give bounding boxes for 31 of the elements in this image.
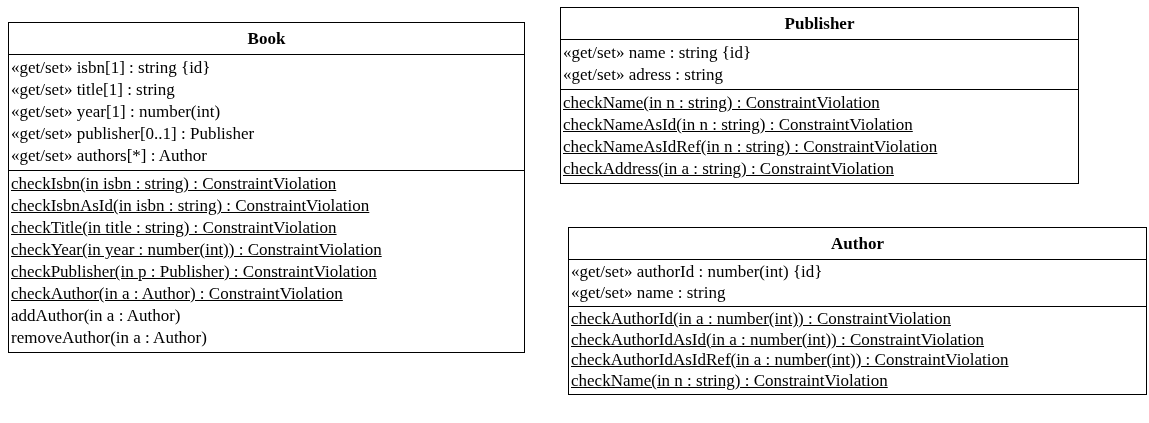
static-operation-text: checkNameAsId(in n : string) : ConstraintViolation bbox=[563, 114, 913, 136]
static-operation-text: checkNameAsIdRef(in n : string) : ConstraintViolation bbox=[563, 136, 938, 158]
member-text: removeAuthor(in a : Author) bbox=[11, 327, 207, 349]
static-operation-text: checkAuthor(in a : Author) : ConstraintViolation bbox=[11, 283, 343, 305]
member-text: «get/set» name : string {id} bbox=[563, 42, 752, 64]
static-operation-text: checkAddress(in a : string) : ConstraintViolation bbox=[563, 158, 894, 180]
member-text: «get/set» adress : string bbox=[563, 64, 724, 86]
member-text: addAuthor(in a : Author) bbox=[11, 305, 181, 327]
member-text: «get/set» authorId : number(int) {id} bbox=[571, 262, 823, 283]
member-text: «get/set» isbn[1] : string {id} bbox=[11, 57, 211, 79]
static-operation-text: checkIsbnAsId(in isbn : string) : ConstraintViolation bbox=[11, 195, 370, 217]
member-text: «get/set» title[1] : string bbox=[11, 79, 175, 101]
class-name: Author bbox=[830, 233, 885, 255]
static-operation-text: checkYear(in year : number(int)) : ConstraintViolation bbox=[11, 239, 382, 261]
member-text: «get/set» year[1] : number(int) bbox=[11, 101, 221, 123]
member-text: «get/set» publisher[0..1] : Publisher bbox=[11, 123, 255, 145]
static-operation-text: checkName(in n : string) : ConstraintViolation bbox=[571, 370, 888, 391]
class-name: Publisher bbox=[783, 13, 856, 35]
class-box bbox=[8, 22, 525, 353]
class-name: Book bbox=[246, 28, 287, 50]
member-text: «get/set» authors[*] : Author bbox=[11, 145, 207, 167]
static-operation-text: checkIsbn(in isbn : string) : ConstraintViolation bbox=[11, 173, 337, 195]
static-operation-text: checkAuthorId(in a : number(int)) : ConstraintViolation bbox=[571, 309, 951, 330]
static-operation-text: checkName(in n : string) : ConstraintViolation bbox=[563, 92, 880, 114]
member-text: «get/set» name : string bbox=[571, 282, 726, 303]
class-box bbox=[568, 227, 1147, 395]
static-operation-text: checkTitle(in title : string) : ConstraintViolation bbox=[11, 217, 337, 239]
class-box bbox=[560, 7, 1079, 184]
static-operation-text: checkAuthorIdAsId(in a : number(int)) : ConstraintViolation bbox=[571, 329, 985, 350]
static-operation-text: checkPublisher(in p : Publisher) : ConstraintViolation bbox=[11, 261, 377, 283]
static-operation-text: checkAuthorIdAsIdRef(in a : number(int)) : ConstraintViolation bbox=[571, 350, 1009, 371]
